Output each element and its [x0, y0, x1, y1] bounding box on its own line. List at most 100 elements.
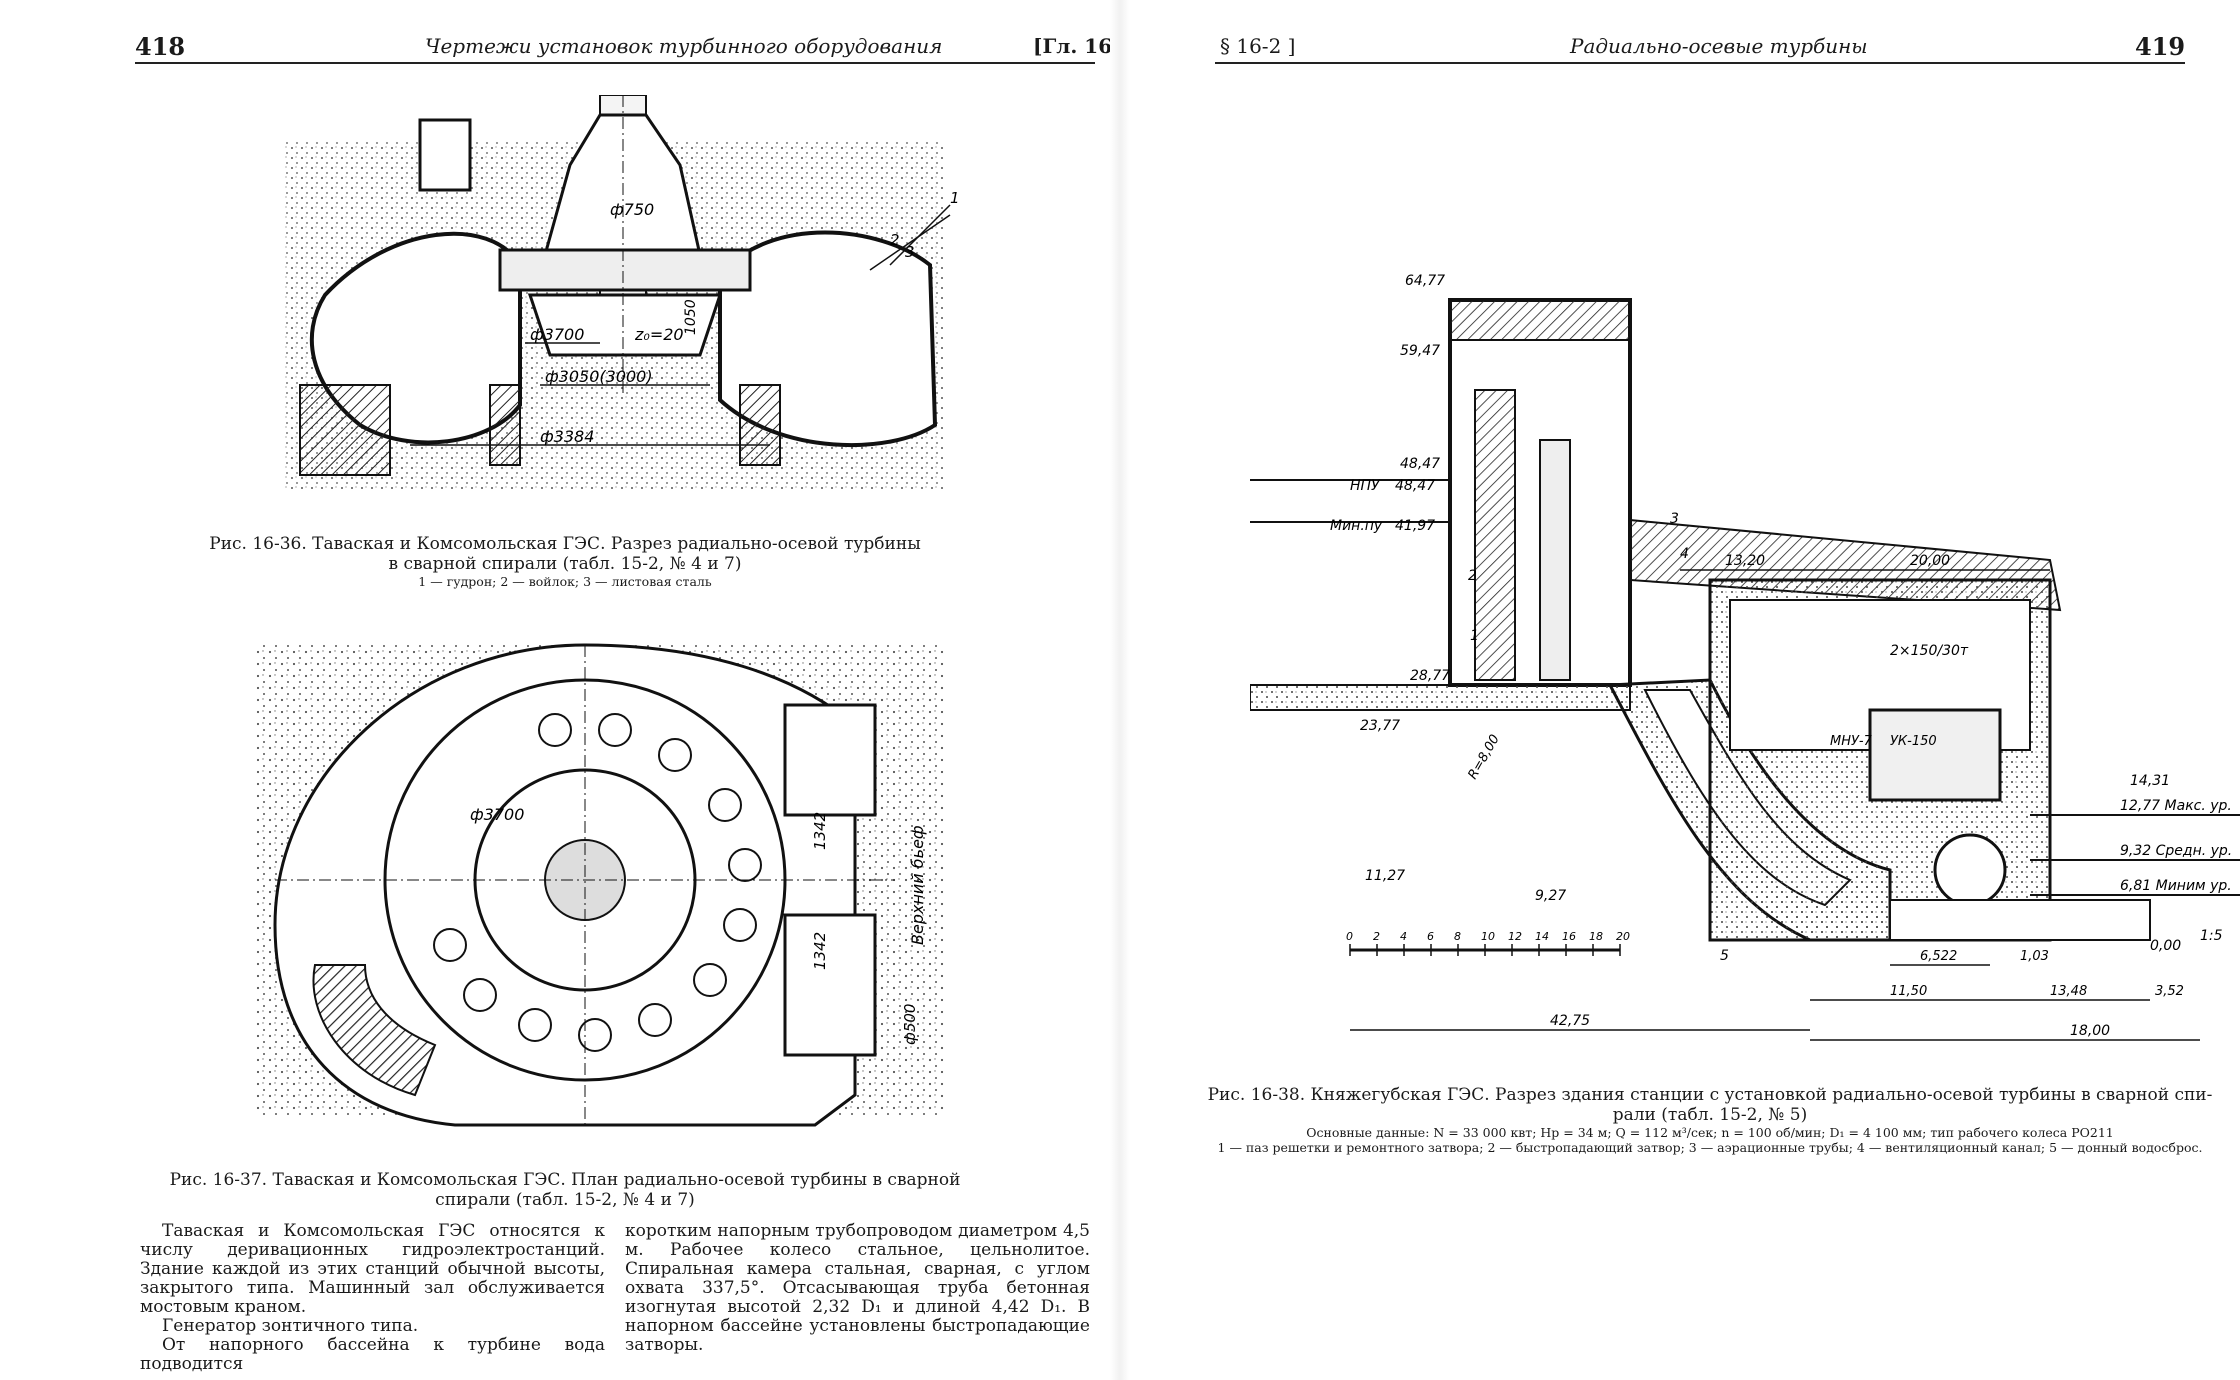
para-2: Генератор зонтичного типа.	[162, 1316, 419, 1336]
caption-16-37-line1: Рис. 16-37. Таваская и Комсомольская ГЭС…	[169, 1170, 961, 1190]
right-page-number: 419	[2135, 32, 2186, 61]
dim-label-scale: 1:5	[2200, 928, 2223, 944]
para-1: Таваская и Комсомольская ГЭС относятся к…	[140, 1221, 605, 1317]
guide-vanes	[433, 713, 762, 1052]
dim-label-1348: 13,48	[2050, 984, 2087, 999]
elev-mupu: Мин.пу	[1330, 518, 1383, 534]
right-head-rule	[1215, 62, 2185, 64]
plan-label-upstream: Верхний бьеф	[908, 825, 927, 945]
elev-4847: 48,47	[1400, 456, 1440, 472]
scale-tick-label: 12	[1508, 930, 1522, 943]
caption-16-38: Рис. 16-38. Княжегубская ГЭС. Разрез зда…	[1200, 1085, 2220, 1155]
scale-tick-label: 16	[1562, 930, 1576, 943]
left-text-column-1: Таваская и Комсомольская ГЭС относятся к…	[140, 1222, 605, 1374]
gate-slot	[1474, 389, 1516, 681]
servomotor-bottom	[783, 913, 877, 1057]
elev-2377: 23,77	[1360, 718, 1400, 734]
scale-tick-label: 8	[1454, 930, 1461, 943]
figure-16-37: ф3700 1342 1342 ф500 Верхний бьеф	[255, 643, 945, 1127]
dim-label-1150: 11,50	[1890, 984, 1927, 999]
support-left	[299, 384, 391, 476]
support-right2	[739, 384, 781, 466]
dim-label-2000: 20,00	[1910, 553, 1950, 569]
dim-label-4275: 42,75	[1550, 1013, 1590, 1029]
plan-label-d3700: ф3700	[470, 805, 524, 824]
scale-tick-label: 14	[1535, 930, 1549, 943]
caption-16-38-line2: рали (табл. 15-2, № 5)	[1612, 1105, 1808, 1125]
para-3: От напорного бассейна к турбине вода под…	[140, 1335, 605, 1374]
turbine-runner	[1933, 833, 2007, 907]
elev-000: 0,00	[2150, 938, 2181, 954]
label-h1050: 1050	[683, 299, 699, 335]
scale-tick-label: 4	[1400, 930, 1407, 943]
elev-1277: 12,77 Макс. ур.	[2120, 798, 2232, 814]
right-running-title: Радиально-осевые турбины	[1570, 34, 1868, 58]
servomotor-top	[783, 703, 877, 817]
scale-tick-label: 6	[1427, 930, 1434, 943]
num-label-5: 5	[1720, 948, 1729, 964]
elev-681: 6,81 Миним ур.	[2120, 878, 2232, 894]
dam-base	[1250, 684, 1631, 711]
label-z0: z₀=20	[634, 325, 684, 344]
left-page-number: 418	[135, 32, 186, 61]
label-d3384: ф3384	[540, 427, 594, 446]
gantry-crane	[1449, 299, 1631, 341]
elev-5947: 59,47	[1400, 343, 1440, 359]
caption-16-36-line1: Рис. 16-36. Таваская и Комсомольская ГЭС…	[209, 534, 921, 554]
dim-label-uk: УК-150	[1890, 734, 1937, 749]
num-label-2: 2	[1468, 568, 1477, 584]
caption-16-38-legend: 1 — паз решетки и ремонтного затвора; 2 …	[1217, 1140, 2203, 1155]
caption-16-36: Рис. 16-36. Таваская и Комсомольская ГЭС…	[150, 534, 980, 589]
num-label-4: 4	[1680, 546, 1689, 562]
left-head-rule	[135, 62, 1095, 64]
caption-16-38-line1: Рис. 16-38. Княжегубская ГЭС. Разрез зда…	[1207, 1085, 2213, 1105]
scale-tick-label: 10	[1481, 930, 1495, 943]
dim-label-r800: R=8,00	[1465, 732, 1502, 782]
plan-label-1342b: 1342	[811, 932, 829, 970]
left-page: 418 Чертежи установок турбинного оборудо…	[135, 32, 1113, 1374]
elev-npu: НПУ	[1350, 478, 1381, 494]
caption-16-36-legend: 1 — гудрон; 2 — войлок; 3 — листовая ста…	[418, 574, 712, 589]
dim-label-1320: 13,20	[1725, 553, 1765, 569]
dim-label-103: 1,03	[2020, 949, 2049, 964]
elev-927: 9,27	[1535, 888, 1566, 904]
servomotor-left	[418, 118, 472, 192]
section-ref: § 16-2 ]	[1220, 34, 1296, 58]
elev-1127: 11,27	[1365, 868, 1405, 884]
num-label-3: 3	[1670, 511, 1679, 527]
left-running-title: Чертежи установок турбинного оборудовани…	[425, 34, 943, 58]
label-d3700: ф3700	[530, 325, 584, 344]
support-right	[489, 384, 521, 466]
elev-4847b: 48,47	[1395, 478, 1435, 494]
elev-2877: 28,77	[1410, 668, 1450, 684]
scale-tick-label: 2	[1373, 930, 1380, 943]
caption-16-36-line2: в сварной спирали (табл. 15-2, № 4 и 7)	[388, 554, 742, 574]
dim-label-1800: 18,00	[2070, 1023, 2110, 1039]
caption-16-38-data: Основные данные: N = 33 000 квт; Hр = 34…	[1306, 1125, 2114, 1140]
scale-tick-label: 0	[1346, 930, 1353, 943]
book-gutter	[1110, 0, 1130, 1380]
head-cover	[498, 248, 752, 292]
generator	[1868, 708, 2002, 802]
elev-1431: 14,31	[2130, 773, 2170, 789]
left-text-column-2: коротким напорным трубопроводом диаметро…	[625, 1222, 1090, 1355]
right-page: § 16-2 ] Радиально-осевые турбины 419	[1120, 0, 2240, 1380]
label-n2: 2	[890, 231, 900, 249]
scale-tick-label: 20	[1616, 930, 1630, 943]
figure-16-36: ф750 ф3700 z₀=20 ф3050(3000) ф3384 1050 …	[285, 95, 960, 490]
num-label-1: 1	[1470, 628, 1479, 644]
leader-23	[869, 214, 951, 271]
fast-gate	[1539, 439, 1571, 681]
para-4: коротким напорным трубопроводом диаметро…	[625, 1221, 1090, 1355]
caption-16-37: Рис. 16-37. Таваская и Комсомольская ГЭС…	[150, 1170, 980, 1210]
label-n1: 1	[950, 189, 960, 207]
dim-label-352: 3,52	[2155, 984, 2184, 999]
dim-label-crane: 2×150/30т	[1890, 643, 1969, 659]
elev-932: 9,32 Средн. ур.	[2120, 843, 2232, 859]
dim-label-6522: 6,522	[1920, 949, 1957, 964]
dim-label-mnu: МНУ-7	[1830, 734, 1873, 749]
chapter-ref: [Гл. 16	[1033, 34, 1113, 58]
draft-tube	[1889, 899, 2151, 941]
